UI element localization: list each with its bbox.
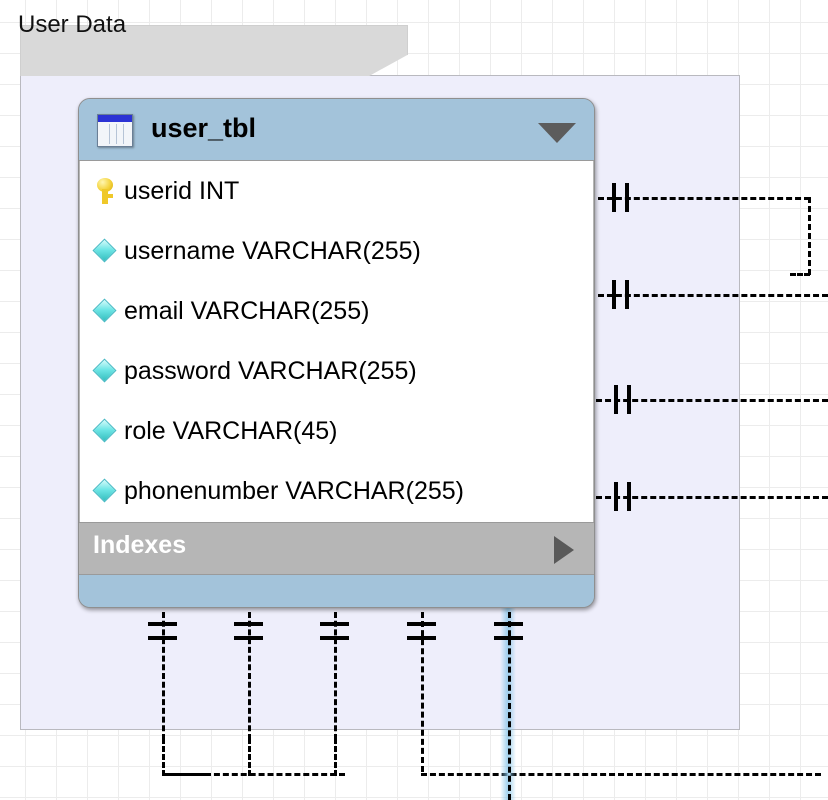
column-label: password VARCHAR(255) xyxy=(124,356,417,385)
column-diamond-icon xyxy=(92,298,117,323)
column-diamond-icon xyxy=(92,358,117,383)
column-label: username VARCHAR(255) xyxy=(124,236,421,265)
table-row[interactable]: userid INT xyxy=(80,161,593,221)
caret-right-icon[interactable] xyxy=(554,536,574,564)
indexes-label: Indexes xyxy=(93,531,187,559)
table-row[interactable]: email VARCHAR(255) xyxy=(80,281,593,341)
table-footer xyxy=(79,575,594,607)
table-name: user_tbl xyxy=(151,113,257,143)
column-label: phonenumber VARCHAR(255) xyxy=(124,476,464,505)
table-user_tbl[interactable]: user_tbl userid INT username VARCHAR(255… xyxy=(78,98,595,608)
table-row[interactable]: password VARCHAR(255) xyxy=(80,341,593,401)
primary-key-icon xyxy=(94,178,116,204)
column-diamond-icon xyxy=(92,478,117,503)
table-row[interactable]: username VARCHAR(255) xyxy=(80,221,593,281)
column-diamond-icon xyxy=(92,238,117,263)
table-icon xyxy=(97,114,133,147)
layer-tab-user-data[interactable] xyxy=(20,25,408,76)
table-row[interactable]: role VARCHAR(45) xyxy=(80,401,593,461)
table-header[interactable]: user_tbl xyxy=(79,99,594,161)
column-diamond-icon xyxy=(92,418,117,443)
indexes-section-header[interactable]: Indexes xyxy=(79,522,594,575)
column-label: email VARCHAR(255) xyxy=(124,296,370,325)
table-row[interactable]: phonenumber VARCHAR(255) xyxy=(80,461,593,521)
table-columns-list: userid INT username VARCHAR(255) email V… xyxy=(79,161,594,522)
column-label: role VARCHAR(45) xyxy=(124,416,338,445)
layer-title: User Data xyxy=(18,11,127,38)
column-label: userid INT xyxy=(124,176,240,205)
caret-down-icon[interactable] xyxy=(538,123,576,143)
